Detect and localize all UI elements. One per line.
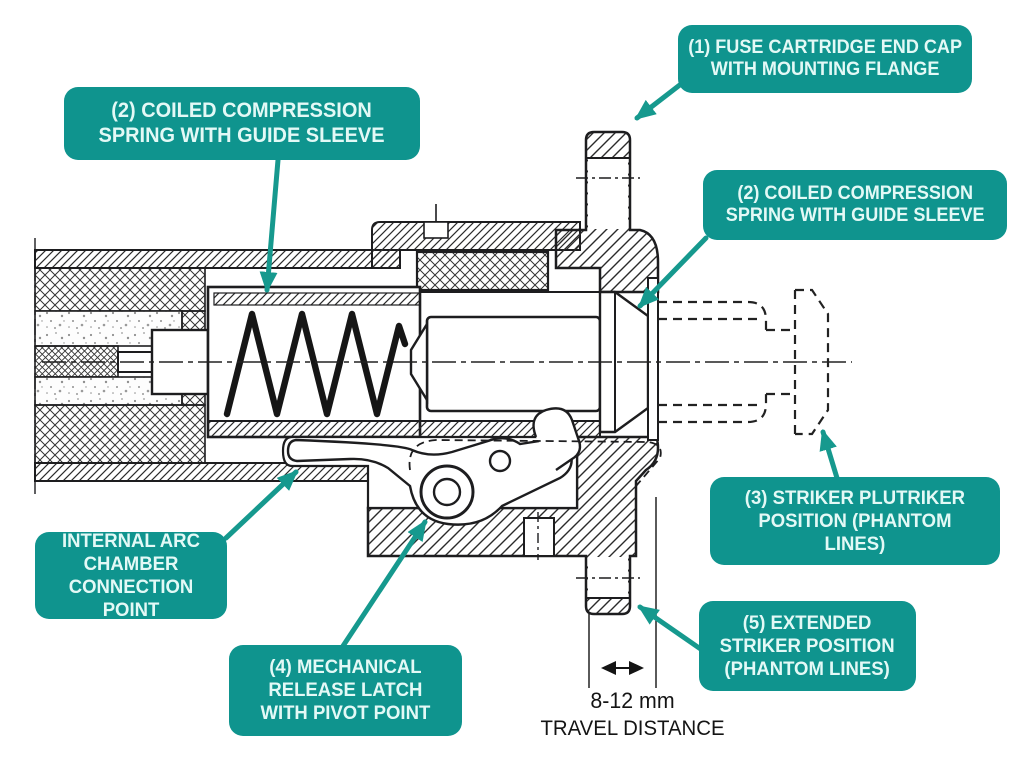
striker-pin [409, 315, 602, 413]
callout-label: (5) EXTENDED STRIKER POSITION (PHANTOM L… [720, 611, 895, 680]
plate-notch [423, 221, 449, 239]
end-cap-body [366, 130, 660, 616]
callout-fuse-cartridge-end-cap: (1) FUSE CARTRIDGE END CAP WITH MOUNTING… [678, 25, 972, 93]
callout-internal-arc-chamber: INTERNAL ARC CHAMBER CONNECTION POINT [35, 529, 227, 621]
callout-label: (4) MECHANICAL RELEASE LATCH WITH PIVOT … [260, 656, 431, 724]
callout-striker-position: (3) STRIKER PLUTRIKER POSITION (PHANTOM … [710, 477, 1000, 565]
dimension [588, 497, 657, 688]
phantom-neck [766, 328, 792, 396]
callout-mechanical-release-latch: (4) MECHANICAL RELEASE LATCH WITH PIVOT … [229, 645, 462, 736]
cartridge-tube [34, 238, 401, 494]
tube-top-wall [34, 249, 401, 269]
leader-arrow-extended-striker [637, 604, 705, 653]
callout-label: (2) COILED COMPRESSION SPRING WITH GUIDE… [725, 182, 985, 226]
leader-arrow-spring-right [637, 235, 709, 309]
latch-pivot-inner [432, 477, 462, 507]
leader-arrow-spring-left [259, 157, 281, 293]
tube-insulation-lower [34, 404, 206, 464]
phantom-rod-top [658, 300, 768, 330]
seal-block [415, 250, 550, 292]
dimension-label: TRAVEL DISTANCE [540, 717, 725, 740]
striker-pin-body [425, 315, 602, 413]
upper-housing [371, 204, 600, 293]
sleeve-top-strip [213, 292, 421, 306]
leader-arrow-striker-position [819, 429, 840, 481]
callout-coiled-spring-right: (2) COILED COMPRESSION SPRING WITH GUIDE… [703, 170, 1007, 240]
latch-roller [488, 449, 512, 473]
dimension-value: 8-12 mm [590, 688, 675, 713]
callout-extended-striker: (5) EXTENDED STRIKER POSITION (PHANTOM L… [699, 601, 916, 691]
callout-coiled-spring-left: (2) COILED COMPRESSION SPRING WITH GUIDE… [64, 87, 420, 160]
end-cap-lower [366, 435, 660, 616]
phantom-striker [658, 288, 830, 436]
callout-label: INTERNAL ARC CHAMBER CONNECTION POINT [62, 529, 200, 621]
leader-arrow-latch [340, 519, 428, 649]
tube-insulation-upper [34, 267, 206, 312]
travel-distance-dimension: 8-12 mm TRAVEL DISTANCE [520, 688, 745, 741]
callout-label: (2) COILED COMPRESSION SPRING WITH GUIDE… [98, 98, 385, 147]
latch-phantom-outline [408, 439, 662, 487]
cap-notch [523, 517, 555, 557]
flange-shaft-top [588, 158, 628, 229]
phantom-rod-bottom [658, 394, 768, 424]
leader-arrows [223, 71, 840, 653]
striker-pin-tip [409, 319, 429, 405]
release-latch [281, 407, 662, 526]
flange-shaft-bottom [588, 557, 628, 597]
cap-face-rim [647, 277, 659, 441]
compression-spring [223, 310, 409, 418]
leader-arrow-internal-arc [223, 469, 299, 541]
callout-label: (3) STRIKER PLUTRIKER POSITION (PHANTOM … [744, 486, 966, 555]
latch-hook [532, 407, 582, 471]
callout-label: (1) FUSE CARTRIDGE END CAP WITH MOUNTING… [688, 36, 962, 80]
